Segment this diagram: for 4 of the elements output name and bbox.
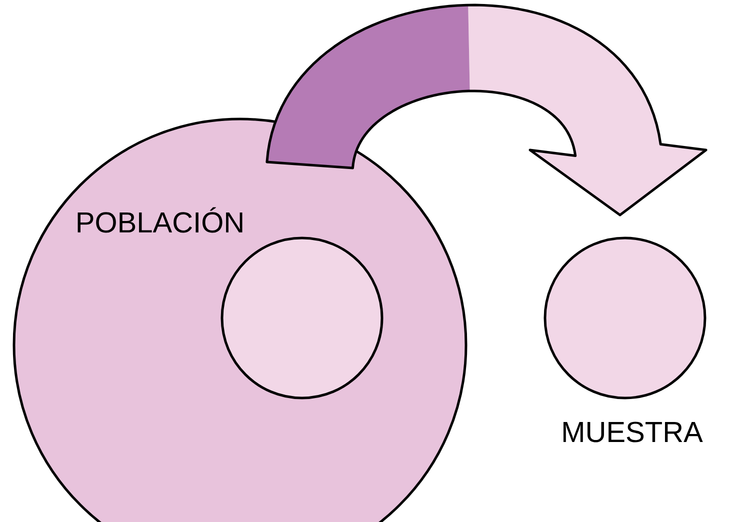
circle-label: POBLACIÓN: [78, 207, 242, 233]
curved-arrow: [266, 4, 708, 216]
circle-label: MUESTRA: [564, 422, 703, 442]
circle: [220, 236, 384, 400]
